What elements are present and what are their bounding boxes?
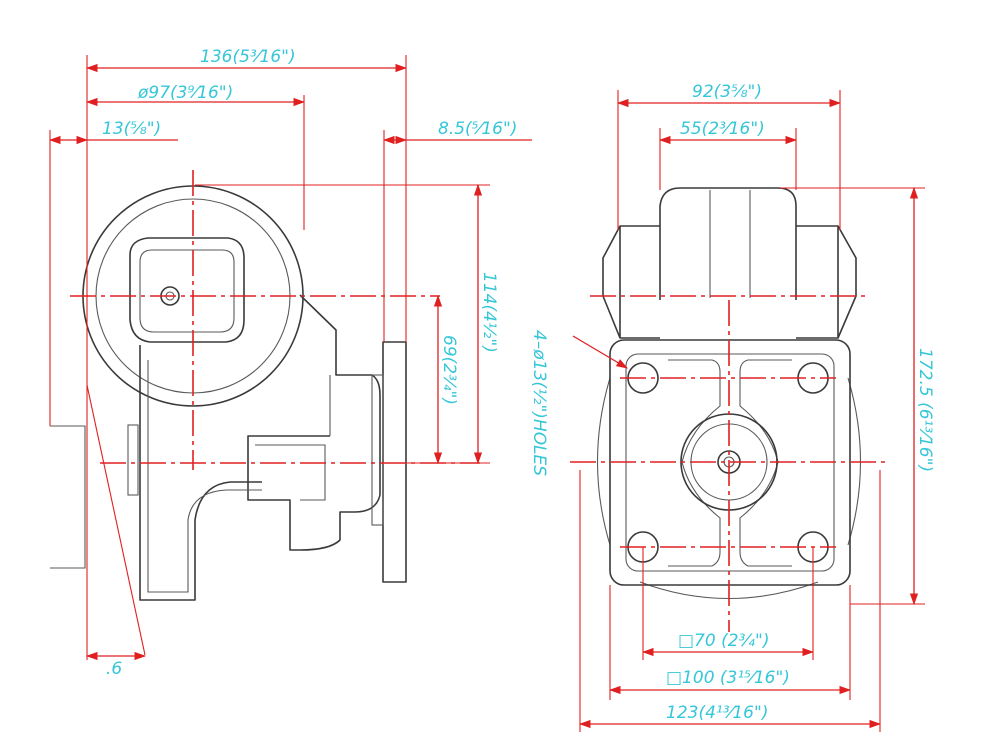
label-bolt-holes: 4–ø13(½")HOLES: [529, 330, 549, 476]
label-overall-width: 92(3⅝"): [692, 82, 762, 102]
plate-recess-right: [739, 359, 792, 567]
side-view: 136(5³⁄16") ø97(3⁹⁄16") 13(⅝") 8.5(⁵⁄16"…: [48, 47, 532, 679]
fork-arm-right: [796, 225, 857, 339]
fork-body-inner: [147, 360, 331, 593]
fork-arm-left: [602, 225, 660, 339]
plate-recess-left: [668, 359, 721, 567]
swivel-left: [596, 377, 611, 546]
wheel-top: [659, 187, 797, 300]
axle-bracket-inner: [139, 249, 235, 333]
ext-slant: [86, 384, 146, 656]
label-wheel-width: 55(2³⁄16"): [680, 119, 765, 139]
label-plate-square: □100 (3¹⁵⁄16"): [666, 668, 790, 688]
side-stub: [127, 424, 139, 496]
label-plate-thickness: 8.5(⁵⁄16"): [438, 119, 517, 139]
axle-bracket: [129, 237, 245, 343]
label-offset: 13(⅝"): [102, 119, 161, 139]
plate-flange: [371, 374, 384, 526]
label-swivel-diameter: 123(4¹³⁄16"): [666, 703, 768, 723]
label-overall-length: 136(5³⁄16"): [200, 47, 296, 67]
label-bolt-pattern: □70 (2¾"): [678, 631, 769, 651]
label-wheel-diameter: ø97(3⁹⁄16"): [137, 83, 233, 103]
front-view: 92(3⅝") 55(2³⁄16") 172.5 (6¹³⁄16") 4–ø13…: [529, 82, 935, 732]
label-swivel-offset: .6: [106, 659, 122, 679]
leader-bolt-holes: [572, 335, 629, 369]
label-height-to-axle: 114(4½"): [479, 272, 499, 353]
mounting-plate: [382, 341, 407, 583]
fork-body: [139, 294, 381, 601]
label-overall-height: 172.5 (6¹³⁄16"): [915, 348, 935, 472]
bottom-edge: [50, 425, 86, 569]
label-axle-offset: 69(2¾"): [439, 335, 459, 405]
